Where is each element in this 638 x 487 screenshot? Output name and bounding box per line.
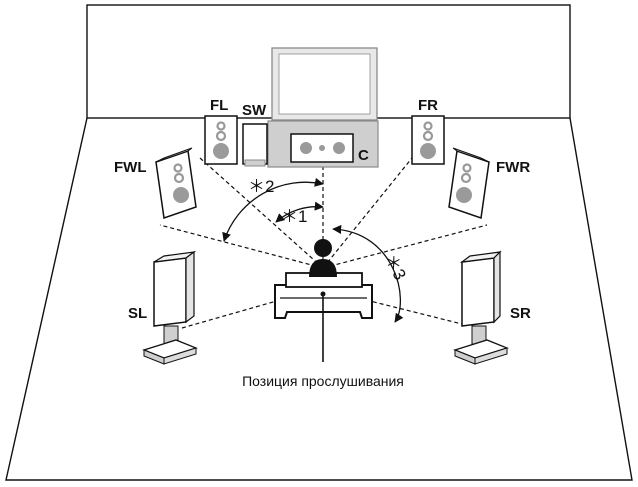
angle-label-2: ＊2 <box>248 177 274 196</box>
label-fr: FR <box>418 97 438 114</box>
caption-pointer-dot <box>320 291 326 297</box>
label-sl: SL <box>128 305 147 322</box>
tv-icon <box>271 47 378 121</box>
label-fl: FL <box>210 97 228 114</box>
speaker-icon <box>155 147 197 220</box>
speaker-icon <box>411 115 445 165</box>
caption: Позиция прослушивания <box>242 373 404 389</box>
speaker-icon <box>448 147 490 220</box>
label-sw: SW <box>242 102 267 119</box>
angle-arcs <box>222 177 404 323</box>
speaker-icon <box>453 250 509 365</box>
label-fwl: FWL <box>114 159 146 176</box>
speaker-icon <box>142 250 198 365</box>
angle-label-1: ＊1 <box>281 207 307 226</box>
label-fwr: FWR <box>496 159 530 176</box>
listener-icon <box>309 239 337 277</box>
subwoofer-icon <box>242 123 268 167</box>
label-c: C <box>358 147 369 164</box>
speaker-icon <box>204 115 238 165</box>
label-sr: SR <box>510 305 531 322</box>
center-speaker-icon <box>267 120 379 168</box>
